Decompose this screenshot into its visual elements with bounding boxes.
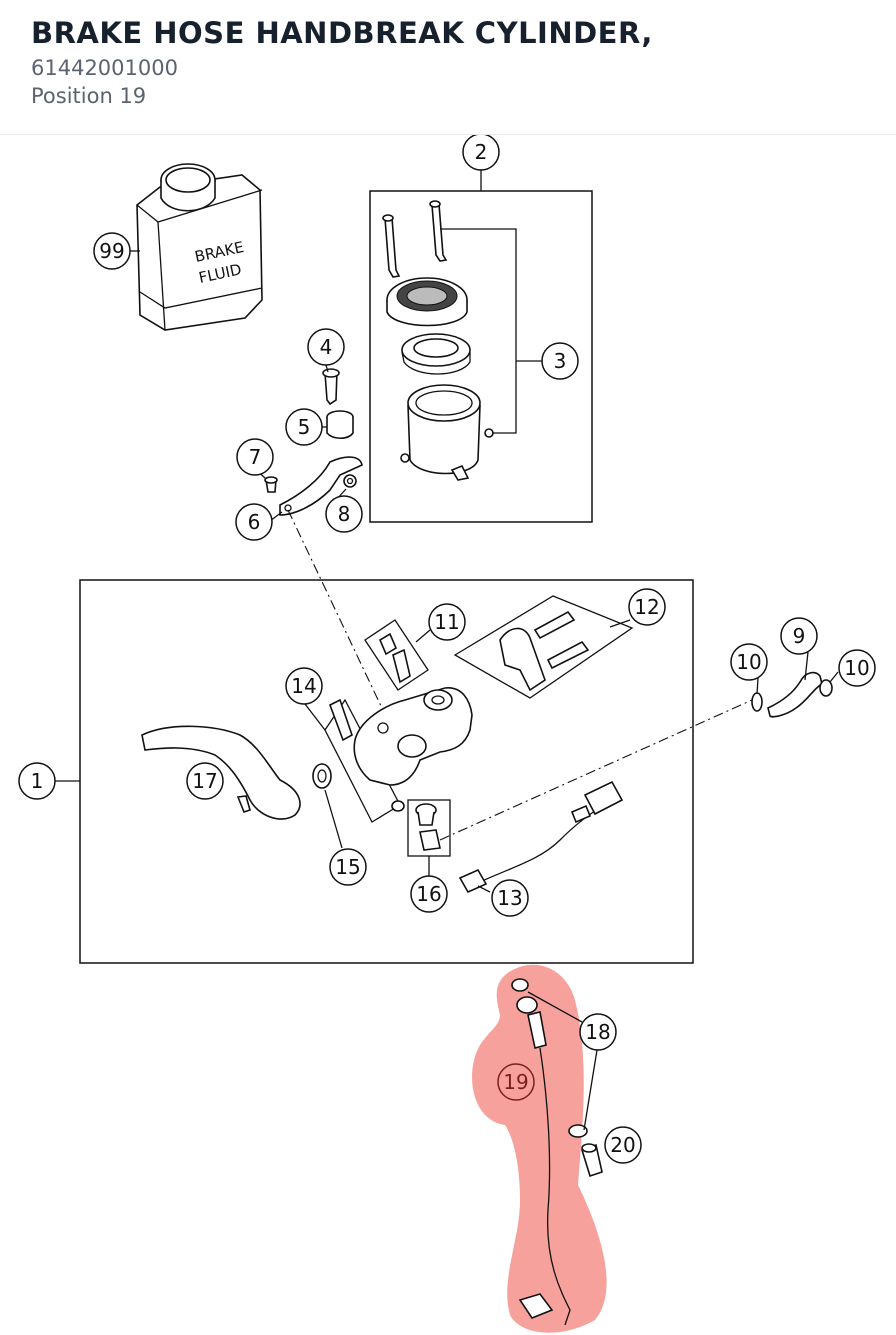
page-header: BRAKE HOSE HANDBREAK CYLINDER, 614420010…	[0, 0, 896, 135]
callout-10a[interactable]: 10	[730, 643, 768, 681]
svg-text:12: 12	[634, 595, 659, 619]
clamp-part-12[interactable]	[499, 610, 590, 692]
callout-17[interactable]: 17	[186, 762, 224, 800]
reservoir-diaphragm[interactable]	[401, 333, 471, 375]
svg-text:3: 3	[554, 349, 567, 373]
seal-part-15[interactable]	[312, 763, 332, 789]
callout-15[interactable]: 15	[329, 848, 367, 886]
svg-text:4: 4	[320, 335, 333, 359]
callout-9[interactable]: 9	[780, 617, 818, 655]
hose-clamp-part-10b[interactable]	[819, 679, 833, 697]
svg-text:20: 20	[610, 1133, 635, 1157]
selected-part-highlight	[472, 964, 607, 1333]
valve-part-11[interactable]	[378, 632, 411, 684]
switch-cable-part-13[interactable]	[458, 780, 624, 894]
part-11-frame	[364, 619, 429, 691]
svg-text:19: 19	[503, 1070, 528, 1094]
svg-text:7: 7	[249, 445, 262, 469]
svg-text:18: 18	[585, 1020, 610, 1044]
screw-part-7[interactable]	[264, 476, 278, 493]
callout-10b[interactable]: 10	[838, 649, 876, 687]
reservoir-screws[interactable]	[382, 200, 448, 278]
callout-4[interactable]: 4	[307, 328, 345, 366]
pin-part-14[interactable]	[329, 698, 353, 742]
brake-fluid-can[interactable]: BRAKE FLUID	[136, 163, 263, 331]
callout-5[interactable]: 5	[285, 408, 323, 446]
connector-part-16[interactable]	[391, 800, 441, 851]
svg-text:9: 9	[793, 624, 806, 648]
svg-text:10: 10	[736, 650, 761, 674]
part-position: Position 19	[31, 84, 147, 108]
callout-11[interactable]: 11	[428, 603, 466, 641]
svg-text:2: 2	[475, 140, 488, 164]
svg-text:13: 13	[497, 886, 522, 910]
svg-text:17: 17	[192, 769, 217, 793]
svg-text:15: 15	[335, 855, 360, 879]
callout-6[interactable]: 6	[235, 503, 273, 541]
callout-2[interactable]: 2	[462, 135, 500, 171]
callout-1[interactable]: 1	[18, 762, 56, 800]
svg-text:16: 16	[416, 882, 441, 906]
callout-19-selected[interactable]: 19	[497, 1063, 535, 1101]
svg-text:8: 8	[338, 502, 351, 526]
nut-part-8[interactable]	[343, 474, 357, 488]
exploded-parts-diagram: BRAKE FLUID	[18, 135, 876, 1333]
brake-hose-part-19[interactable]	[511, 978, 571, 1326]
grommet-part-5[interactable]	[326, 410, 354, 440]
callout-13[interactable]: 13	[491, 879, 529, 917]
svg-text:10: 10	[844, 656, 869, 680]
bolt-part-4[interactable]	[322, 368, 340, 406]
callout-18[interactable]: 18	[579, 1013, 617, 1051]
callout-99[interactable]: 99	[93, 232, 131, 270]
callout-16[interactable]: 16	[410, 875, 448, 913]
callout-7[interactable]: 7	[236, 438, 274, 476]
washer-part-18[interactable]	[568, 1124, 588, 1138]
callout-8[interactable]: 8	[325, 495, 363, 533]
master-cylinder-body[interactable]	[353, 687, 473, 786]
part-number: 61442001000	[31, 56, 178, 80]
callout-3[interactable]: 3	[541, 342, 579, 380]
callout-14[interactable]: 14	[285, 667, 323, 705]
hose-part-9[interactable]	[767, 671, 823, 718]
brake-lever-part-17[interactable]	[141, 725, 301, 820]
svg-text:11: 11	[434, 610, 459, 634]
reservoir-cap[interactable]	[386, 277, 468, 327]
master-cylinder-kit-frame	[79, 579, 694, 964]
part-title: BRAKE HOSE HANDBREAK CYLINDER,	[31, 16, 653, 50]
hose-clamp-part-10a[interactable]	[751, 692, 763, 712]
svg-text:1: 1	[31, 769, 44, 793]
svg-text:5: 5	[298, 415, 311, 439]
svg-text:6: 6	[248, 510, 261, 534]
bleeder-part-20[interactable]	[581, 1143, 603, 1178]
callout-12[interactable]: 12	[628, 588, 666, 626]
reservoir-body[interactable]	[400, 384, 494, 481]
svg-text:14: 14	[291, 674, 316, 698]
svg-text:99: 99	[99, 239, 124, 263]
part-12-frame	[453, 595, 634, 699]
callout-20[interactable]: 20	[604, 1126, 642, 1164]
